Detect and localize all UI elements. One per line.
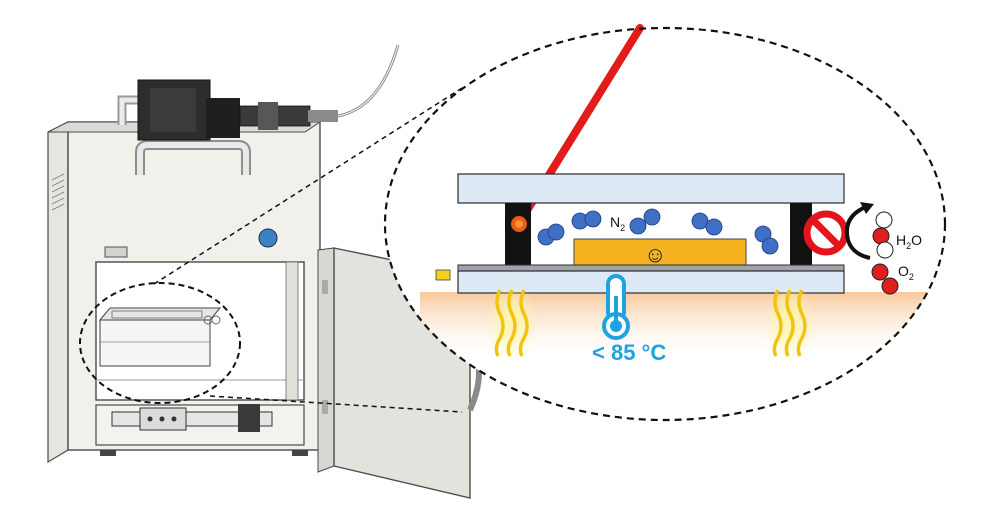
h2o-label: H2O: [896, 232, 922, 251]
glovebox-machine: [47, 44, 400, 464]
thermometer-icon: [602, 274, 630, 340]
fiber-cable: [337, 44, 400, 118]
heat-wave-icon: [764, 282, 816, 362]
right-seal: [790, 203, 812, 265]
focus-ellipse-small: [79, 282, 241, 404]
zoom-line-top: [153, 87, 463, 285]
o2-label: O2: [898, 263, 914, 282]
sample-holder: [98, 307, 222, 367]
zoom-line-bottom: [209, 395, 463, 413]
temperature-label: < 85 °C: [592, 340, 666, 365]
side-vents: [51, 173, 65, 211]
smiley-icon: ☺: [644, 242, 666, 267]
clip: [435, 269, 451, 281]
bottom-glass-plate: [457, 270, 845, 294]
deflect-arrow-icon: [845, 204, 871, 260]
control-knob: [258, 228, 278, 248]
left-seal: [505, 203, 531, 265]
substrate-plate: [457, 264, 845, 272]
laser-head-module: [206, 98, 240, 138]
h2o-molecule-icon: [872, 211, 894, 259]
n2-label: N2: [610, 214, 625, 233]
o2-molecule-icon: [871, 263, 899, 295]
n2-molecules: [537, 208, 779, 255]
device-layer: [573, 238, 747, 266]
machine-side-panel: [47, 121, 69, 464]
no-entry-icon: [803, 210, 849, 256]
connector-port: [104, 246, 128, 258]
top-glass-plate: [457, 173, 845, 204]
heat-wave-icon: [486, 282, 538, 362]
focus-ellipse-zoom: [383, 26, 947, 422]
